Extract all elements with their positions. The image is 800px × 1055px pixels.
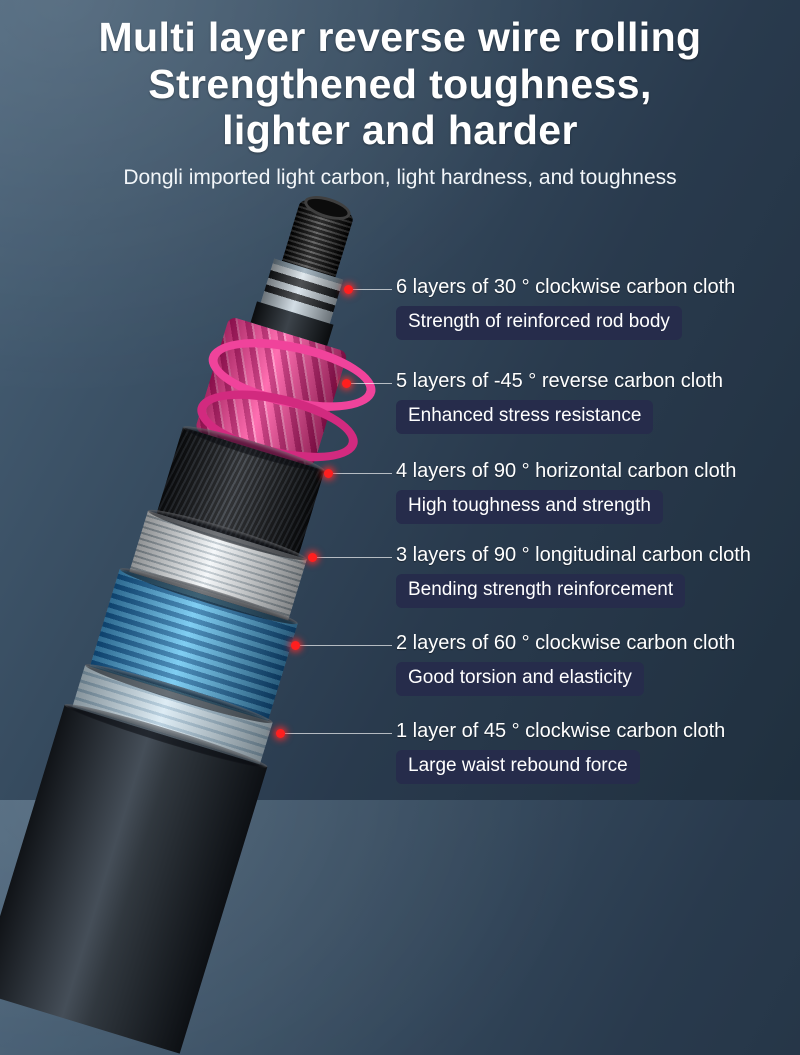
callout-layer-6: 6 layers of 30 ° clockwise carbon cloth … <box>396 276 786 340</box>
callout-badge: Large waist rebound force <box>396 750 640 784</box>
callout-label: 2 layers of 60 ° clockwise carbon cloth <box>396 632 736 654</box>
rod-outer-blank <box>0 698 270 1054</box>
callout-layer-5: 5 layers of -45 ° reverse carbon cloth E… <box>396 370 786 434</box>
marker-dot <box>342 379 351 388</box>
page-title-line-2: Strengthened toughness, <box>148 60 652 107</box>
connector-line <box>330 473 392 474</box>
callout-layer-2: 2 layers of 60 ° clockwise carbon cloth … <box>396 632 786 696</box>
page-subtitle: Dongli imported light carbon, light hard… <box>123 166 677 190</box>
marker-dot <box>308 553 317 562</box>
callout-label: 5 layers of -45 ° reverse carbon cloth <box>396 370 724 392</box>
callout-badge: Enhanced stress resistance <box>396 400 654 434</box>
connector-line <box>314 557 392 558</box>
marker-dot <box>324 469 333 478</box>
callout-badge: High toughness and strength <box>396 490 663 524</box>
callout-label: 3 layers of 90 ° longitudinal carbon clo… <box>396 544 751 566</box>
callout-badge: Strength of reinforced rod body <box>396 306 682 340</box>
connector-line <box>350 289 392 290</box>
callout-layer-4: 4 layers of 90 ° horizontal carbon cloth… <box>396 460 786 524</box>
connector-line <box>348 383 392 384</box>
rod-tip-opening <box>301 191 354 225</box>
header: Multi layer reverse wire rolling Strengt… <box>0 14 800 190</box>
callout-layer-1: 1 layer of 45 ° clockwise carbon cloth L… <box>396 720 786 784</box>
connector-line <box>282 733 392 734</box>
marker-dot <box>276 729 285 738</box>
marker-dot <box>344 285 353 294</box>
rod-illustration <box>0 174 433 1055</box>
page-title-line-3: lighter and harder <box>222 107 578 154</box>
callout-badge: Bending strength reinforcement <box>396 574 686 608</box>
callout-label: 1 layer of 45 ° clockwise carbon cloth <box>396 720 726 742</box>
callout-badge: Good torsion and elasticity <box>396 662 644 696</box>
callout-label: 6 layers of 30 ° clockwise carbon cloth <box>396 276 736 298</box>
callout-label: 4 layers of 90 ° horizontal carbon cloth <box>396 460 737 482</box>
callout-layer-3: 3 layers of 90 ° longitudinal carbon clo… <box>396 544 786 608</box>
page-title-line-1: Multi layer reverse wire rolling <box>98 14 702 60</box>
connector-line <box>297 645 392 646</box>
marker-dot <box>291 641 300 650</box>
